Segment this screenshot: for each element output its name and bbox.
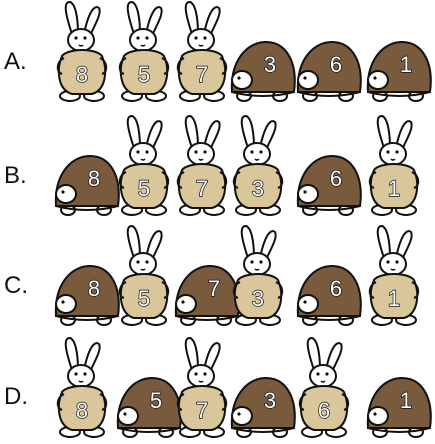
- rabbit-number: 3: [252, 176, 264, 201]
- turtle-number: 1: [400, 52, 412, 77]
- rabbit-figure: 7: [176, 114, 228, 216]
- rabbit-figure: 5: [118, 0, 170, 102]
- rabbit-figure: 3: [232, 114, 284, 216]
- turtle-number: 1: [400, 388, 412, 413]
- turtle-figure: 8: [54, 264, 120, 326]
- rabbit-number: 8: [76, 62, 88, 87]
- turtle-figure: 1: [366, 376, 432, 438]
- turtle-figure: 3: [230, 40, 296, 102]
- rabbit-figure: 7: [176, 0, 228, 102]
- turtle-figure: 7: [174, 264, 240, 326]
- turtle-number: 5: [150, 388, 162, 413]
- turtle-number: 8: [88, 276, 100, 301]
- option-row[interactable]: A. 8 5 7 3 6 1: [0, 0, 435, 108]
- rabbit-number: 1: [388, 176, 400, 201]
- turtle-figure: 6: [296, 40, 362, 102]
- turtle-number: 6: [330, 166, 342, 191]
- rabbit-number: 8: [76, 398, 88, 423]
- rabbit-figure: 8: [56, 0, 108, 102]
- option-row[interactable]: C. 8 5 7 3 6 1: [0, 224, 435, 332]
- turtle-number: 3: [264, 52, 276, 77]
- rabbit-figure: 6: [298, 336, 350, 438]
- rabbit-number: 5: [138, 286, 150, 311]
- turtle-figure: 8: [54, 154, 120, 216]
- turtle-figure: 3: [230, 376, 296, 438]
- rabbit-figure: 5: [118, 114, 170, 216]
- turtle-number: 3: [264, 388, 276, 413]
- rabbit-number: 7: [196, 398, 208, 423]
- option-row[interactable]: B. 8 5 7 3 6 1: [0, 114, 435, 222]
- option-label[interactable]: D.: [4, 383, 28, 410]
- rabbit-number: 5: [138, 62, 150, 87]
- rabbit-figure: 7: [176, 336, 228, 438]
- rabbit-number: 6: [318, 398, 330, 423]
- turtle-number: 7: [208, 276, 220, 301]
- turtle-figure: 1: [366, 40, 432, 102]
- rabbit-number: 5: [138, 176, 150, 201]
- rabbit-number: 7: [196, 62, 208, 87]
- turtle-figure: 6: [296, 154, 362, 216]
- rabbit-figure: 8: [56, 336, 108, 438]
- option-label[interactable]: C.: [4, 272, 28, 299]
- turtle-number: 8: [88, 166, 100, 191]
- rabbit-figure: 1: [368, 114, 420, 216]
- option-row[interactable]: D. 8 5 7 3 6 1: [0, 336, 435, 444]
- rabbit-figure: 5: [118, 224, 170, 326]
- rabbit-figure: 3: [232, 224, 284, 326]
- turtle-figure: 6: [296, 264, 362, 326]
- rabbit-figure: 1: [368, 224, 420, 326]
- rabbit-number: 1: [388, 286, 400, 311]
- rabbit-number: 7: [196, 176, 208, 201]
- option-label[interactable]: A.: [4, 48, 27, 75]
- turtle-number: 6: [330, 52, 342, 77]
- turtle-figure: 5: [116, 376, 182, 438]
- rabbit-number: 3: [252, 286, 264, 311]
- option-label[interactable]: B.: [4, 162, 27, 189]
- turtle-number: 6: [330, 276, 342, 301]
